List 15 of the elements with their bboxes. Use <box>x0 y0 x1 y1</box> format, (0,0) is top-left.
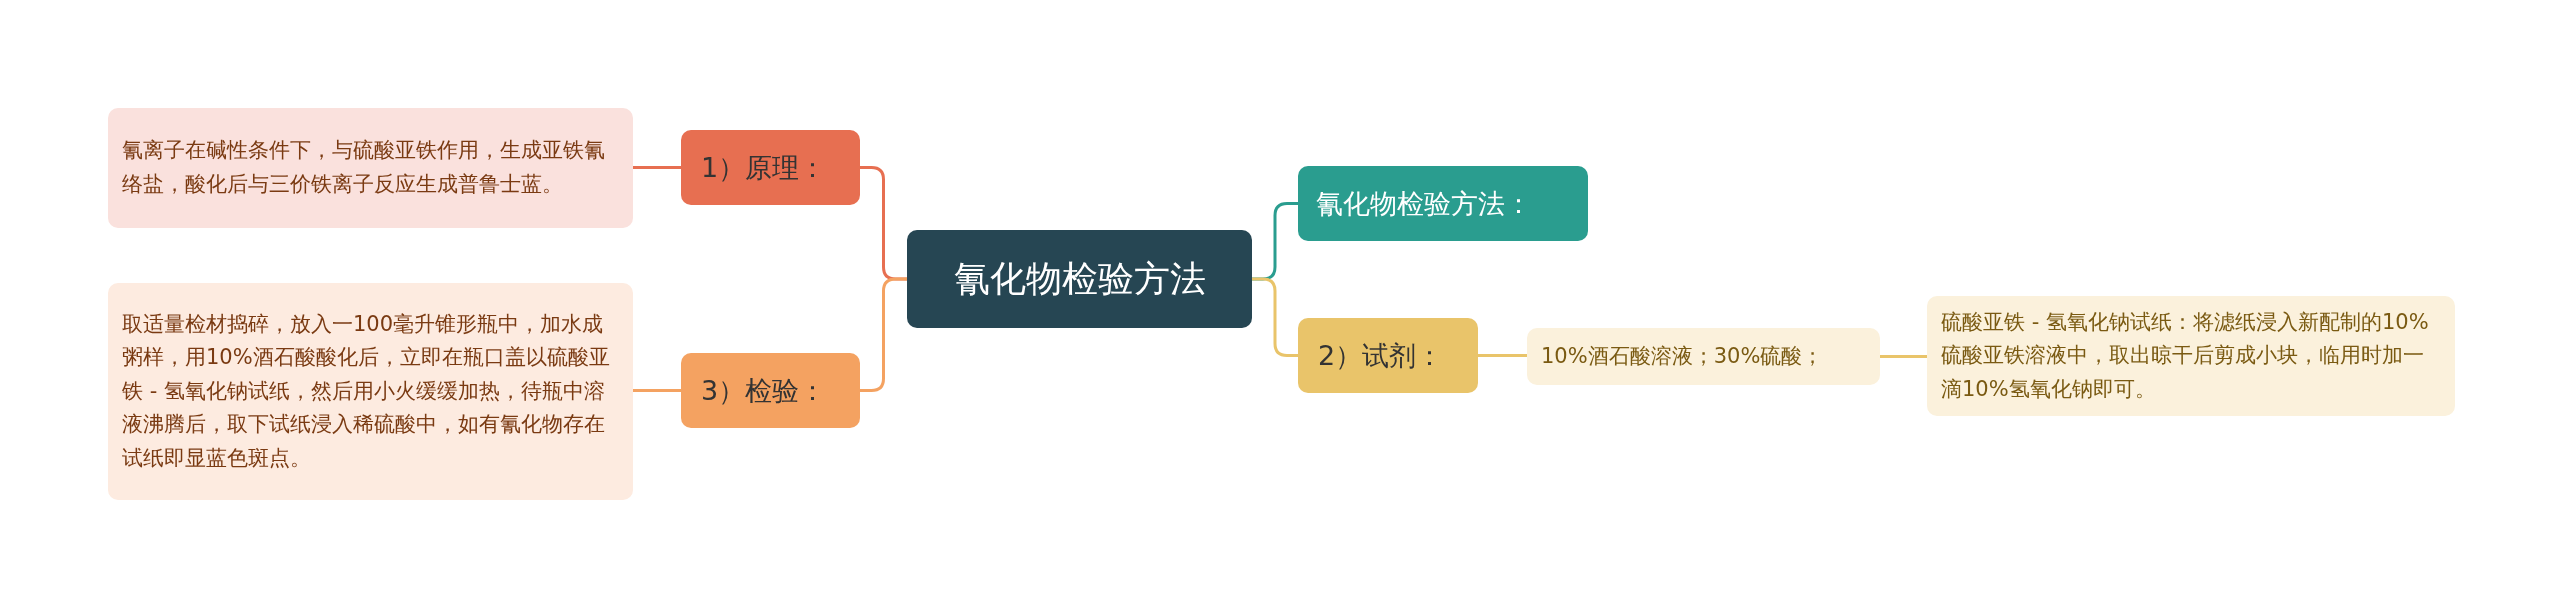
connector-line <box>1478 354 1527 357</box>
connector-line <box>1880 355 1927 358</box>
connector-line <box>633 166 681 169</box>
central-topic: 氰化物检验方法 <box>907 230 1252 328</box>
note-card: 取适量检材捣碎，放入一100毫升锥形瓶中，加水成粥样，用10%酒石酸酸化后，立即在瓶口盖以硫酸亚铁 - 氢氧化钠试纸，然后用小火缓缓加热，待瓶中溶液沸腾后，取下试纸浸入稀硫酸中，如有氰化物存在试纸即显蓝色斑点。 <box>108 283 633 500</box>
connector-line <box>1252 277 1298 357</box>
connector-line <box>860 277 907 392</box>
note-card: 硫酸亚铁 - 氢氧化钠试纸：将滤纸浸入新配制的10%硫酸亚铁溶液中，取出晾干后剪成小块，临用时加一滴10%氢氧化钠即可。 <box>1927 296 2455 416</box>
note-card: 10%酒石酸溶液；30%硫酸； <box>1527 328 1880 385</box>
branch-topic: 2）试剂： <box>1298 318 1478 393</box>
branch-topic: 3）检验： <box>681 353 860 428</box>
branch-topic: 1）原理： <box>681 130 860 205</box>
connector-line <box>633 389 681 392</box>
branch-topic: 氰化物检验方法： <box>1298 166 1588 241</box>
note-card: 氰离子在碱性条件下，与硫酸亚铁作用，生成亚铁氰络盐，酸化后与三价铁离子反应生成普鲁士蓝。 <box>108 108 633 228</box>
